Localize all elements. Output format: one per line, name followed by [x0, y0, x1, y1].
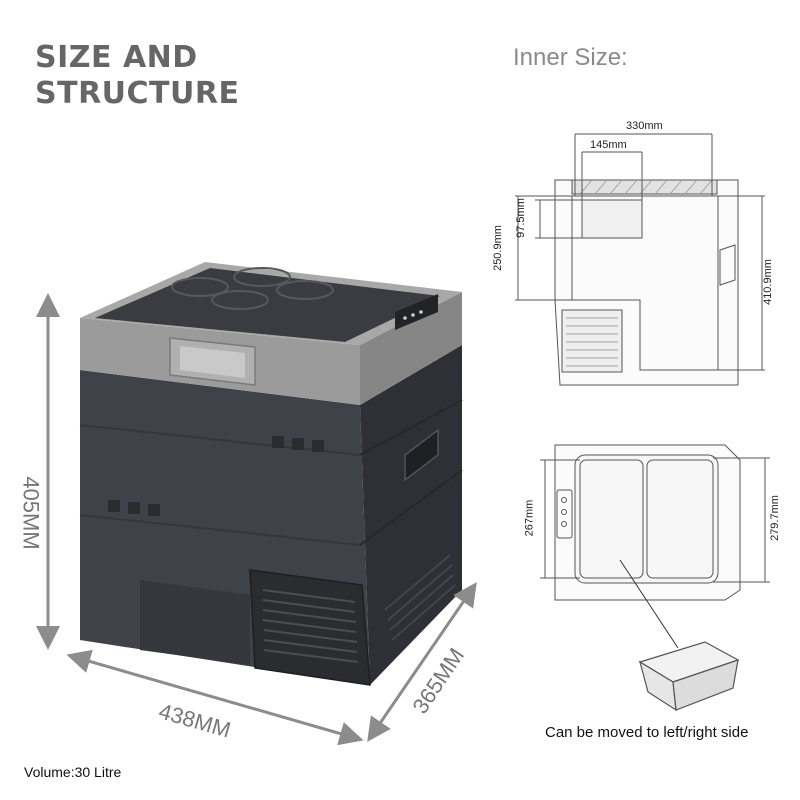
- top-view-drawing: [540, 444, 770, 649]
- fridge-illustration: [79, 262, 463, 686]
- page-title: SIZE AND STRUCTURE: [35, 40, 239, 112]
- volume-label: Volume:30 Litre: [24, 764, 122, 780]
- side-width-label: 330mm: [626, 120, 663, 132]
- dimension-arrows: [36, 293, 477, 746]
- lower-depth-label: 250.9mm: [491, 225, 504, 271]
- right-depth-label: 279.7mm: [768, 495, 781, 541]
- shelf-depth-label: 97.5mm: [514, 198, 527, 238]
- width-arrow: [66, 649, 364, 746]
- height-label: 405MM: [18, 476, 44, 550]
- shelf-width-label: 145mm: [590, 139, 627, 151]
- side-view-drawing: [515, 133, 765, 386]
- total-depth-label: 410.9mm: [761, 259, 774, 305]
- left-depth-label: 267mm: [523, 499, 536, 537]
- basket-icon: [638, 641, 740, 712]
- title-line-2: STRUCTURE: [35, 76, 240, 111]
- title-line-1: SIZE AND: [35, 40, 198, 75]
- depth-arrow: [367, 582, 477, 742]
- basket-caption: Can be moved to left/right side: [545, 724, 749, 741]
- inner-size-title: Inner Size:: [513, 44, 628, 71]
